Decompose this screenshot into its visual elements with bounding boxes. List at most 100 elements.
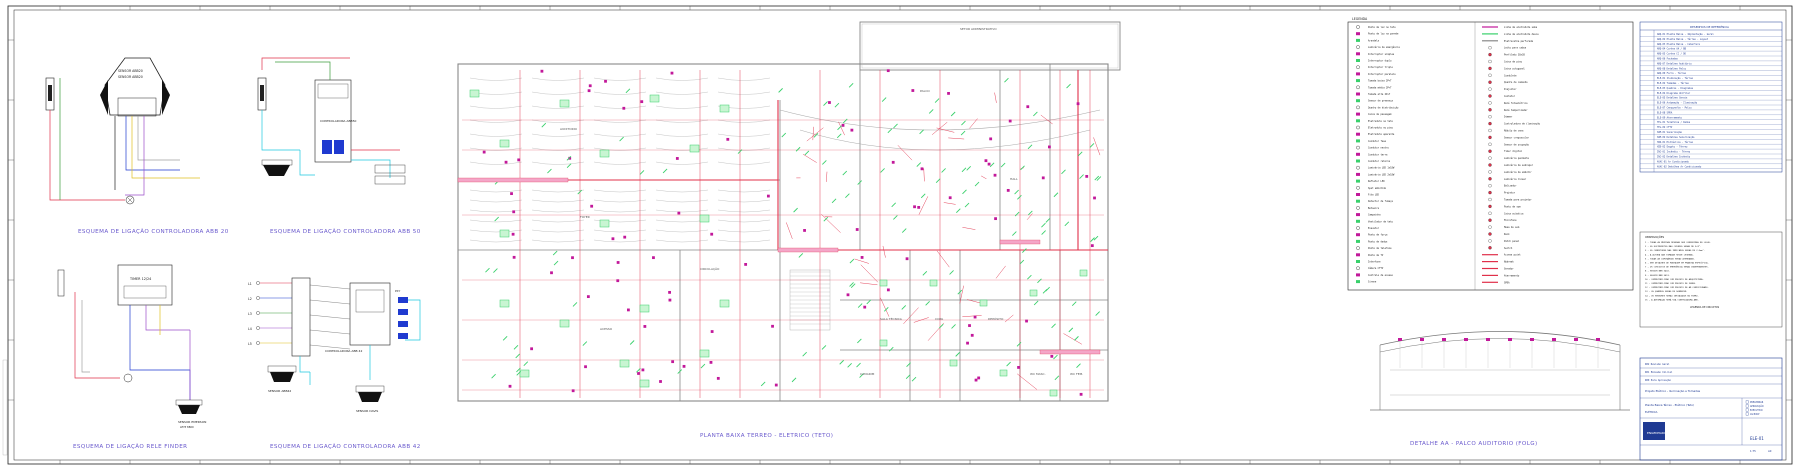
tb-project: Projeto Elétrico - Iluminação e Tomadas	[1645, 389, 1701, 393]
fixture-tick	[961, 120, 966, 126]
legend-title: LEGENDA	[1352, 17, 1368, 21]
legend-symbol-icon	[1356, 38, 1360, 42]
fixture-tick	[919, 129, 924, 135]
legend-symbol-icon	[1488, 101, 1492, 105]
legend-symbol-icon	[1488, 121, 1492, 126]
fixture-tick	[836, 133, 842, 139]
caption-abb50: ESQUEMA DE LIGAÇÃO CONTROLADORA ABB 50	[270, 228, 421, 235]
led-fixture	[559, 319, 570, 328]
switch-point	[709, 360, 713, 364]
title-block-checkbox-label: AS BUILT	[1750, 413, 1760, 416]
fixture-tick	[802, 351, 807, 357]
switch-point	[668, 298, 672, 302]
fixture-tick	[962, 189, 967, 195]
legend-symbol-icon	[1488, 94, 1492, 98]
led-fixture	[499, 299, 510, 308]
legend-box	[1347, 21, 1634, 291]
legend-symbol-icon	[1488, 218, 1492, 222]
fixture-tick	[493, 268, 498, 273]
legend-item: Luminária de emergência	[1368, 46, 1400, 49]
legend-symbol-icon	[1356, 213, 1360, 217]
legend-item: Caixa de passagem	[1368, 113, 1392, 116]
fixture-tick	[823, 216, 829, 222]
label-l5: L5	[248, 342, 252, 346]
switch-point	[584, 365, 587, 369]
switch-point	[641, 368, 645, 372]
switch-point	[973, 315, 977, 319]
fixture-tick	[934, 98, 940, 103]
switch-point	[1041, 176, 1045, 180]
fixture-tick	[1094, 175, 1100, 181]
fixture-tick	[1016, 341, 1022, 347]
legend-symbol-icon	[1356, 239, 1360, 243]
switch-point	[917, 205, 921, 209]
led-fixture	[639, 304, 650, 313]
reference-drawing-row: ARQ-08 Detalhes Palco	[1657, 67, 1687, 70]
fixture-tick	[1054, 375, 1060, 381]
fixture-tick	[893, 123, 898, 129]
fixture-tick	[513, 344, 519, 350]
switch-point	[504, 160, 508, 164]
legend-item: Ponto de som	[1504, 205, 1521, 208]
fixture-tick	[956, 208, 961, 214]
switch-point	[891, 160, 895, 164]
legend-item: Sensor de presença	[1368, 100, 1394, 103]
fixture-tick	[837, 125, 842, 131]
room-foyer: FOYER	[580, 215, 590, 219]
switch-point	[966, 341, 969, 345]
legend-item: Switch	[1504, 247, 1513, 250]
legend-symbol-icon	[1356, 273, 1360, 277]
label-sensor-abb-b: SENSOR ABB20	[118, 75, 143, 79]
reference-drawing-row: AVAC-01 Ar Condicionado	[1657, 160, 1689, 163]
legend-symbol-icon	[1356, 165, 1360, 170]
fixture-tick	[961, 167, 967, 173]
switch-point	[668, 290, 671, 294]
legend-symbol-icon	[1356, 260, 1360, 263]
label-sensor-abb-a: SENSOR ABB20	[118, 69, 143, 73]
fixture-tick	[1066, 83, 1071, 89]
led-fixture	[719, 299, 730, 308]
switch-point	[710, 232, 714, 236]
switch-point	[970, 333, 974, 337]
led-fixture	[1079, 269, 1088, 277]
fixture-tick	[523, 361, 529, 366]
switch-point	[622, 106, 626, 110]
label-timer: TIMER 12/24	[129, 277, 151, 281]
fixture-tick	[834, 102, 840, 108]
switch-point	[571, 389, 575, 393]
fixture-tick	[1041, 230, 1046, 235]
legend-item: Campainha	[1368, 214, 1381, 217]
switch-point	[640, 100, 644, 104]
fixture-tick	[798, 253, 804, 258]
fixture-tick	[1006, 361, 1011, 367]
fixture-tick	[1027, 144, 1033, 150]
legend-symbol-icon	[1356, 79, 1360, 83]
switch-point	[616, 261, 620, 264]
legend-item: Tomada alta 2P+T	[1368, 93, 1391, 96]
fixture-tick	[636, 368, 641, 373]
legend-symbol-icon	[1356, 179, 1360, 183]
fixture-tick	[891, 202, 896, 208]
checkbox-icon	[1745, 404, 1749, 408]
led-fixture	[599, 219, 610, 228]
fixture-tick	[850, 283, 856, 289]
legend-item: Detector de fumaça	[1368, 200, 1394, 203]
legend-item: Linha de eletroduto desce	[1504, 33, 1539, 36]
switch-point	[482, 150, 486, 154]
note-line: 5 - TODAS AS LUMINÁRIAS SERÃO ATERRADAS.	[1645, 257, 1695, 260]
fixture-tick	[515, 353, 521, 359]
room-camarim: CAMARIM	[860, 372, 875, 376]
reference-drawing-row: ELE-05 Detalhes Gerais	[1657, 97, 1688, 100]
fixture-tick	[552, 250, 558, 256]
legend-item: Refletor LED	[1368, 180, 1385, 183]
reference-drawing-row: ARQ-04 Cortes AA / BB	[1657, 48, 1687, 51]
switch-point	[710, 330, 714, 333]
label-sensor-emerson-sub: LEYP 8800	[180, 425, 194, 429]
fixture-tick	[1074, 336, 1079, 341]
notes-lines: 1 - TODAS AS MEDIDAS DEVERÃO SER CONFERI…	[1645, 241, 1711, 301]
title-block-revision-row: R00 Para Aprovação	[1645, 379, 1671, 382]
legend-item: Controladora de iluminação	[1504, 123, 1541, 126]
fixture-tick	[1004, 77, 1009, 83]
fixture-tick	[822, 160, 827, 165]
